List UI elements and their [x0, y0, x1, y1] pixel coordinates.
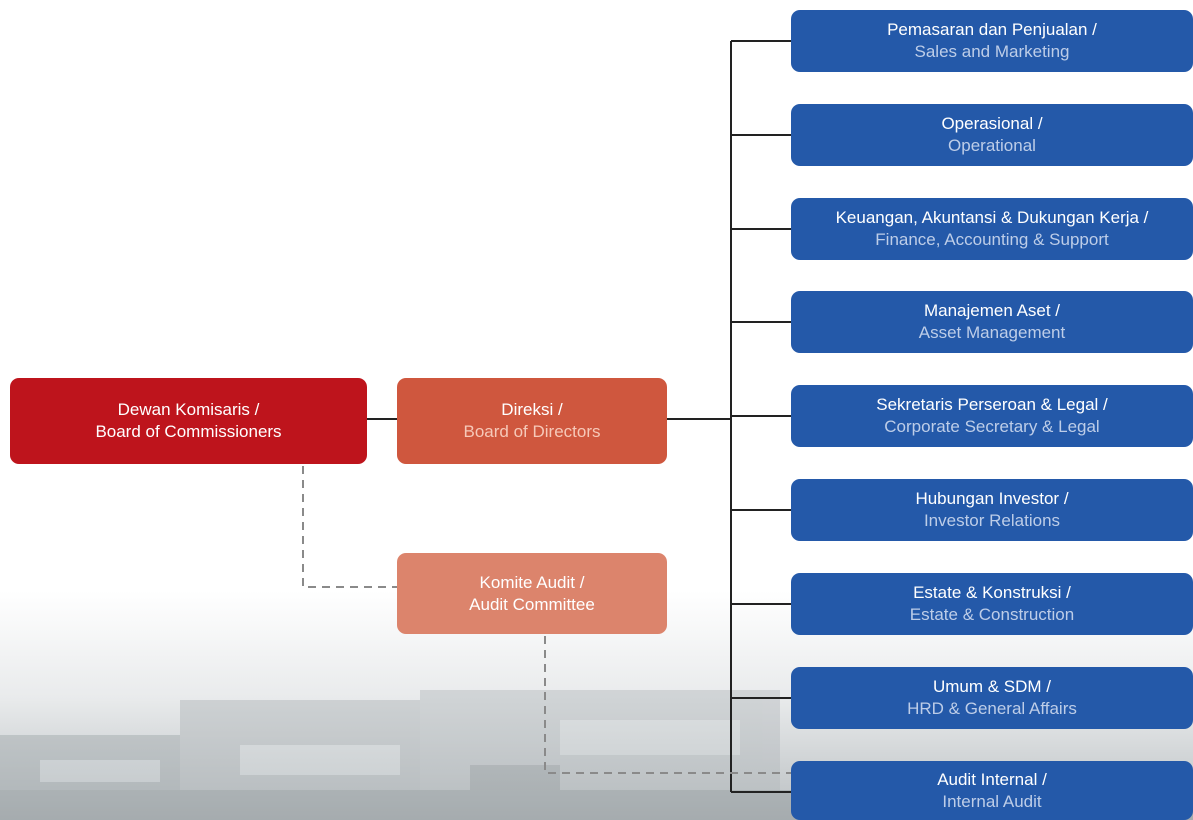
- audit-committee-label-id: Komite Audit /: [479, 572, 585, 592]
- department-box-asset-management: Manajemen Aset / Asset Management: [791, 291, 1193, 353]
- department-label-en: HRD & General Affairs: [907, 699, 1077, 718]
- audit-committee-box: Komite Audit / Audit Committee: [397, 553, 667, 634]
- department-label-id: Audit Internal /: [937, 769, 1047, 789]
- department-label-en: Asset Management: [918, 323, 1066, 342]
- department-label-id: Manajemen Aset /: [923, 301, 1061, 320]
- department-label-en: Finance, Accounting & Support: [875, 230, 1109, 249]
- department-box-corporate-secretary: Sekretaris Perseroan & Legal / Corporate…: [791, 385, 1193, 447]
- department-label-id: Hubungan Investor /: [915, 489, 1069, 508]
- department-label-en: Internal Audit: [942, 791, 1042, 811]
- department-label-en: Operational: [948, 136, 1036, 155]
- board-of-directors-label-en: Board of Directors: [463, 422, 601, 441]
- department-box-operational: Operasional / Operational: [791, 104, 1193, 166]
- department-box-sales-marketing: Pemasaran dan Penjualan / Sales and Mark…: [791, 10, 1193, 72]
- department-label-en: Sales and Marketing: [914, 42, 1070, 61]
- department-box-internal-audit: Audit Internal / Internal Audit: [791, 761, 1193, 820]
- department-label-id: Keuangan, Akuntansi & Dukungan Kerja /: [835, 208, 1149, 227]
- department-box-finance-accounting: Keuangan, Akuntansi & Dukungan Kerja / F…: [791, 198, 1193, 260]
- department-label-en: Estate & Construction: [909, 605, 1075, 624]
- dashed-connector-boc-audit-committee: [302, 466, 397, 588]
- board-of-directors-box: Direksi / Board of Directors: [397, 378, 667, 464]
- department-label-en: Investor Relations: [923, 511, 1061, 530]
- department-label-id: Sekretaris Perseroan & Legal /: [876, 395, 1108, 414]
- department-box-estate-construction: Estate & Konstruksi / Estate & Construct…: [791, 573, 1193, 635]
- dashed-connector-audit-committee-internal-audit: [544, 636, 791, 774]
- department-label-id: Estate & Konstruksi /: [913, 583, 1071, 602]
- department-label-id: Pemasaran dan Penjualan /: [887, 20, 1097, 39]
- department-box-investor-relations: Hubungan Investor / Investor Relations: [791, 479, 1193, 541]
- department-label-en: Corporate Secretary & Legal: [884, 417, 1100, 436]
- department-label-id: Umum & SDM /: [932, 677, 1052, 696]
- board-of-directors-label-id: Direksi /: [501, 400, 563, 419]
- department-label-id: Operasional /: [941, 114, 1043, 133]
- audit-committee-label-en: Audit Committee: [469, 594, 595, 614]
- board-of-commissioners-label-en: Board of Commissioners: [95, 422, 282, 441]
- board-of-commissioners-box: Dewan Komisaris / Board of Commissioners: [10, 378, 367, 464]
- board-of-commissioners-label-id: Dewan Komisaris /: [117, 400, 260, 419]
- department-box-hrd-general-affairs: Umum & SDM / HRD & General Affairs: [791, 667, 1193, 729]
